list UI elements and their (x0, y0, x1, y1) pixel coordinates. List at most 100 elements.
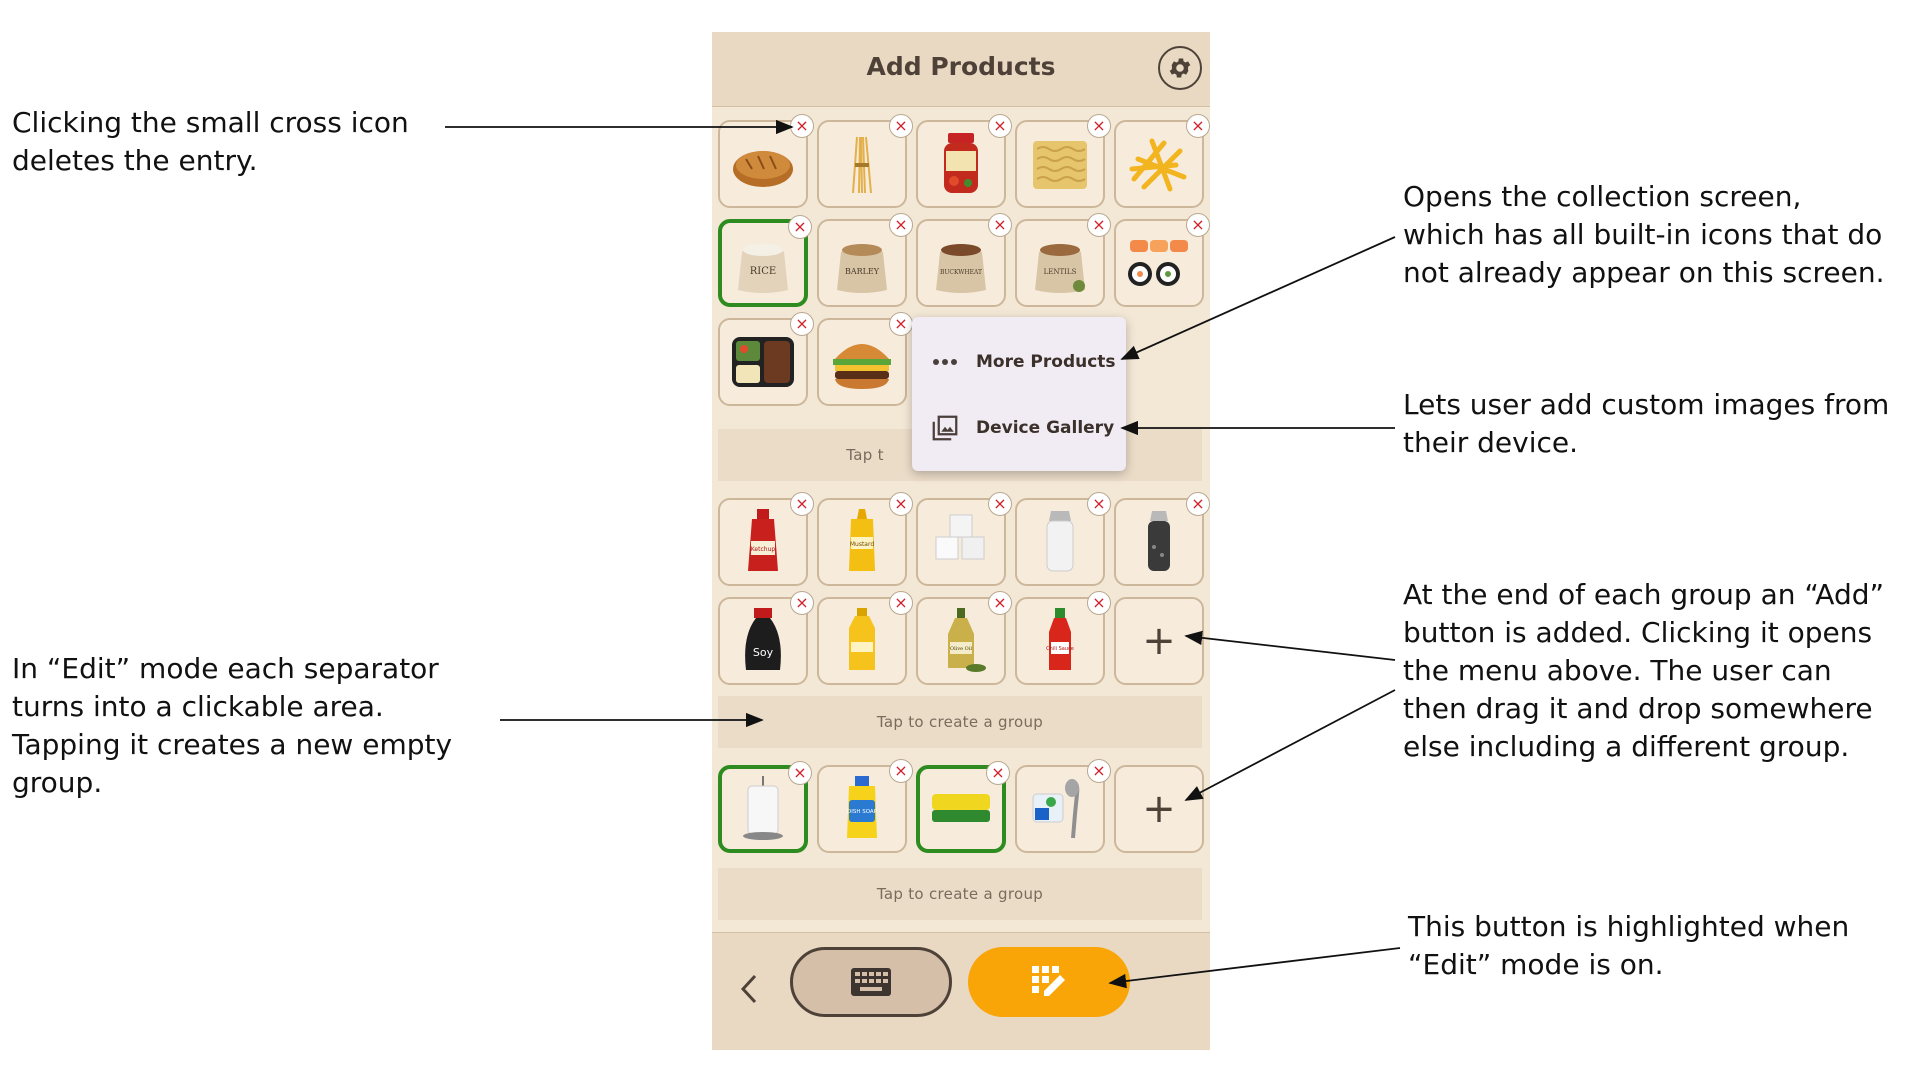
rice-sack-icon: RICE (738, 244, 788, 293)
delete-button[interactable]: × (988, 213, 1012, 237)
ketchup-bottle-icon: Ketchup (748, 509, 778, 571)
product-tile-vegetable-oil[interactable]: × (817, 591, 913, 685)
edit-mode-button[interactable] (968, 947, 1130, 1017)
annotation-add-button: At the end of each group an “Add” button… (1403, 578, 1884, 763)
product-tile-rice[interactable]: RICE × (718, 215, 812, 307)
delete-button[interactable]: × (1087, 213, 1111, 237)
separator-label: Tap to create a group (876, 885, 1044, 903)
pasta-sauce-jar-icon (944, 133, 978, 193)
soy-label: Soy (753, 646, 774, 659)
device-gallery-label: Device Gallery (976, 418, 1115, 438)
paper-towel-icon (743, 776, 783, 840)
burger-icon (833, 344, 891, 389)
barley-sack-icon: BARLEY (837, 244, 887, 293)
gallery-icon (928, 413, 962, 443)
annotation-separator: In “Edit” mode each separator turns into… (12, 652, 453, 799)
create-group-separator[interactable]: Tap to create a group (718, 696, 1202, 748)
product-tile-sugar-cubes[interactable]: × (916, 492, 1012, 586)
delete-button[interactable]: × (790, 312, 814, 336)
product-tile-ketchup[interactable]: Ketchup × (718, 492, 814, 586)
sponge-icon (932, 794, 990, 822)
buckwheat-sack-icon: BUCKWHEAT (936, 244, 986, 293)
delete-button[interactable]: × (1186, 213, 1210, 237)
product-tile-dishwasher-tablet[interactable]: × (1015, 759, 1111, 853)
chevron-left-icon (740, 974, 757, 1004)
product-tile-dish-soap[interactable]: DISH SOAP × (817, 759, 913, 853)
product-tile-lentils[interactable]: LENTILS × (1015, 213, 1111, 307)
instant-noodles-icon (1033, 141, 1087, 189)
lentils-label: LENTILS (1044, 268, 1077, 276)
back-button[interactable] (734, 969, 764, 1009)
product-tile-mustard[interactable]: Mustard × (817, 492, 913, 586)
product-tile-bread[interactable]: × (718, 114, 814, 208)
separator-label: Tap t (846, 446, 884, 464)
separator-label: Tap to create a group (876, 713, 1044, 731)
delete-button[interactable]: × (889, 312, 913, 336)
product-tile-instant-noodles[interactable]: × (1015, 114, 1111, 208)
phone-screen: Add Products × × × × × RICE × BARLEY × B… (712, 32, 1210, 1050)
delete-button[interactable]: × (889, 759, 913, 783)
product-tile-sponge[interactable]: × (916, 761, 1010, 853)
keyboard-mode-button[interactable] (790, 947, 952, 1017)
more-products-menu-item[interactable]: More Products (912, 337, 1126, 387)
product-tile-paper-towel[interactable]: × (718, 761, 812, 853)
arrow-add-2 (1184, 689, 1396, 801)
spaghetti-icon (852, 136, 872, 194)
olive-oil-label: Olive Oil (950, 646, 972, 652)
arrow-add-1 (1184, 630, 1396, 661)
delete-button[interactable]: × (788, 215, 812, 239)
delete-button[interactable]: × (988, 114, 1012, 138)
french-fries-icon (1129, 138, 1187, 192)
mustard-label: Mustard (850, 541, 874, 548)
product-tile-salt[interactable]: × (1015, 492, 1111, 586)
salt-shaker-icon (1046, 511, 1074, 572)
product-tile-pasta-sauce[interactable]: × (916, 114, 1012, 208)
add-product-button[interactable]: + (1114, 765, 1204, 853)
product-tile-pepper[interactable]: × (1114, 492, 1210, 586)
sugar-cubes-icon (935, 514, 985, 560)
delete-button[interactable]: × (889, 114, 913, 138)
delete-button[interactable]: × (1087, 114, 1111, 138)
dish-soap-label: DISH SOAP (847, 809, 878, 815)
product-tile-sushi[interactable]: × (1114, 213, 1210, 307)
product-tile-soy-sauce[interactable]: Soy × (718, 591, 814, 685)
delete-button[interactable]: × (790, 492, 814, 516)
dishwasher-tablet-icon (1032, 779, 1080, 839)
product-tile-burger[interactable]: × (817, 312, 913, 406)
bread-icon (733, 151, 793, 187)
delete-button[interactable]: × (889, 213, 913, 237)
delete-button[interactable]: × (790, 591, 814, 615)
product-tile-olive-oil[interactable]: Olive Oil × (916, 591, 1012, 685)
delete-button[interactable]: × (1186, 492, 1210, 516)
create-group-separator[interactable]: Tap to create a group (718, 868, 1202, 920)
soy-sauce-bottle-icon: Soy (745, 608, 781, 670)
delete-button[interactable]: × (988, 591, 1012, 615)
settings-button[interactable] (1158, 46, 1202, 90)
product-tile-ready-meal[interactable]: × (718, 312, 814, 406)
delete-button[interactable]: × (1087, 759, 1111, 783)
delete-button[interactable]: × (790, 114, 814, 138)
delete-button[interactable]: × (1087, 492, 1111, 516)
product-tile-french-fries[interactable]: × (1114, 114, 1210, 208)
chili-sauce-bottle-icon: Chili Sauce (1046, 608, 1074, 670)
device-gallery-menu-item[interactable]: Device Gallery (912, 403, 1126, 453)
arrow-edit (1108, 947, 1401, 989)
annotation-edit-button: This button is highlighted when “Edit” m… (1408, 910, 1850, 981)
arrow-collection (1120, 236, 1396, 360)
chili-sauce-label: Chili Sauce (1046, 646, 1074, 652)
delete-button[interactable]: × (986, 761, 1010, 785)
delete-button[interactable]: × (889, 591, 913, 615)
delete-button[interactable]: × (788, 761, 812, 785)
product-tile-buckwheat[interactable]: BUCKWHEAT × (916, 213, 1012, 307)
barley-label: BARLEY (845, 267, 880, 276)
delete-button[interactable]: × (988, 492, 1012, 516)
product-tile-chili-sauce[interactable]: Chili Sauce × (1015, 591, 1111, 685)
dish-soap-bottle-icon: DISH SOAP (847, 776, 878, 838)
product-tile-barley[interactable]: BARLEY × (817, 213, 913, 307)
delete-button[interactable]: × (889, 492, 913, 516)
delete-button[interactable]: × (1087, 591, 1111, 615)
product-tile-spaghetti[interactable]: × (817, 114, 913, 208)
keyboard-icon (851, 968, 891, 996)
delete-button[interactable]: × (1186, 114, 1210, 138)
